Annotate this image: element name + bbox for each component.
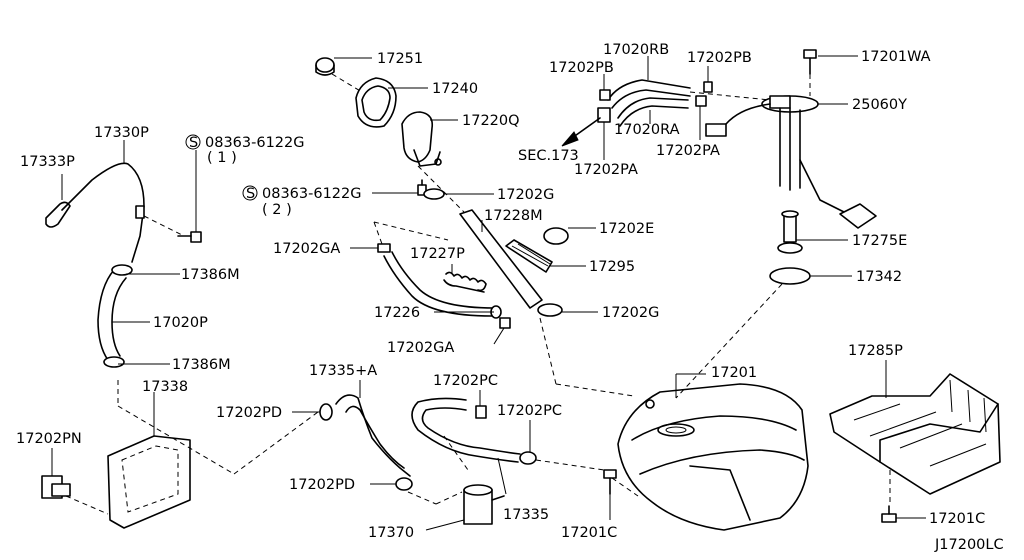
label-bolt-2-qty: ( 2 ) (262, 202, 292, 218)
sender-17275E (777, 210, 848, 254)
label-25060Y: 25060Y (852, 97, 907, 113)
label-17202G-a: 17202G (497, 187, 554, 203)
hose-17335A (335, 380, 411, 477)
tube-17020RA (617, 97, 689, 127)
clamp-17202PA-b (597, 107, 611, 160)
label-bolt-1: 08363-6122G (205, 135, 305, 151)
clamp-17202G-a (423, 188, 494, 200)
label-17335: 17335 (503, 507, 549, 523)
label-17202PC-a: 17202PC (433, 373, 498, 389)
label-17202G-b: 17202G (602, 305, 659, 321)
bolt-17201WA (803, 49, 858, 96)
label-17020RA: 17020RA (614, 122, 680, 138)
vent-tube-17330P (61, 140, 185, 263)
filler-tube-17220Q (401, 111, 465, 213)
label-17386M-a: 17386M (181, 267, 240, 283)
bolt-08363-1: S (177, 134, 202, 243)
label-17202PB-b: 17202PB (687, 50, 752, 66)
clamp-17202PD-a (292, 403, 333, 421)
label-17275E: 17275E (852, 233, 907, 249)
hose-17020P (97, 264, 180, 368)
sec173-arrow (561, 117, 601, 147)
bolt-08363-2: S (242, 179, 427, 202)
label-17202PC-b: 17202PC (497, 403, 562, 419)
label-17202PD-b: 17202PD (289, 477, 355, 493)
label-17202GA-a: 17202GA (273, 241, 340, 257)
label-17227P: 17227P (410, 246, 465, 262)
clamp-17202PD-b (370, 477, 463, 505)
clamp-17202PB-a (599, 74, 611, 101)
fuel-gauge-unit-25060Y (689, 91, 877, 229)
bolt-17201C-a (603, 469, 617, 520)
label-17226: 17226 (374, 305, 420, 321)
hose-17228M (459, 209, 543, 309)
screw-symbol-icon: S (246, 186, 255, 202)
diagram-id: J17200LC (934, 537, 1004, 553)
label-17020RB: 17020RB (603, 42, 669, 58)
filler-cap-17251 (315, 57, 372, 93)
label-17202PN: 17202PN (16, 431, 82, 447)
label-17202PB-a: 17202PB (549, 60, 614, 76)
filter-17370 (425, 484, 505, 531)
label-17330P: 17330P (94, 125, 149, 141)
label-17202PD-a: 17202PD (216, 405, 282, 421)
heat-shield-17285P (829, 360, 1001, 506)
filler-seal-17240 (355, 77, 428, 128)
canister-17338 (107, 380, 319, 529)
screw-symbol-icon: S (189, 135, 198, 151)
label-17201C-b: 17201C (929, 511, 985, 527)
hose-17335 (411, 397, 521, 495)
label-17386M-b: 17386M (172, 357, 231, 373)
clamp-17202E (543, 227, 596, 245)
label-17370: 17370 (368, 525, 414, 541)
label-bolt-1-qty: ( 1 ) (207, 150, 237, 166)
label-17333P: 17333P (20, 154, 75, 170)
gasket-17342 (675, 267, 852, 399)
spring-17227P (443, 264, 487, 293)
label-17220Q: 17220Q (462, 113, 520, 129)
label-sec173: SEC.173 (518, 148, 579, 164)
label-17228M: 17228M (484, 208, 543, 224)
label-17202E: 17202E (599, 221, 654, 237)
clamp-17202GA-b (493, 317, 635, 397)
label-17338: 17338 (142, 379, 188, 395)
label-17201C-a: 17201C (561, 525, 617, 541)
label-17251: 17251 (377, 51, 423, 67)
clamp-17202GA-a (350, 221, 449, 253)
label-17240: 17240 (432, 81, 478, 97)
connector-17202PN (41, 448, 109, 515)
clamp-17202PA-a (695, 95, 707, 140)
hose-17226 (383, 251, 502, 319)
check-valve-17333P (45, 174, 71, 228)
hose-17295 (505, 239, 586, 273)
label-17295: 17295 (589, 259, 635, 275)
bolt-17201C-b (881, 505, 926, 523)
label-bolt-2: 08363-6122G (262, 186, 362, 202)
fuel-tank-17201 (611, 373, 809, 531)
label-17202PA-b: 17202PA (574, 162, 638, 178)
label-17202PA-a: 17202PA (656, 143, 720, 159)
label-17335A: 17335+A (309, 363, 377, 379)
label-17285P: 17285P (848, 343, 903, 359)
label-17342: 17342 (856, 269, 902, 285)
clamp-17202PB-b (703, 66, 713, 93)
label-17202GA-b: 17202GA (387, 340, 454, 356)
clamp-17202G-b (537, 303, 598, 317)
label-17201: 17201 (711, 365, 757, 381)
clamp-17202PC-a (475, 390, 487, 419)
label-17020P: 17020P (153, 315, 208, 331)
clamp-17202PC-b (519, 420, 605, 471)
label-17201WA: 17201WA (861, 49, 931, 65)
